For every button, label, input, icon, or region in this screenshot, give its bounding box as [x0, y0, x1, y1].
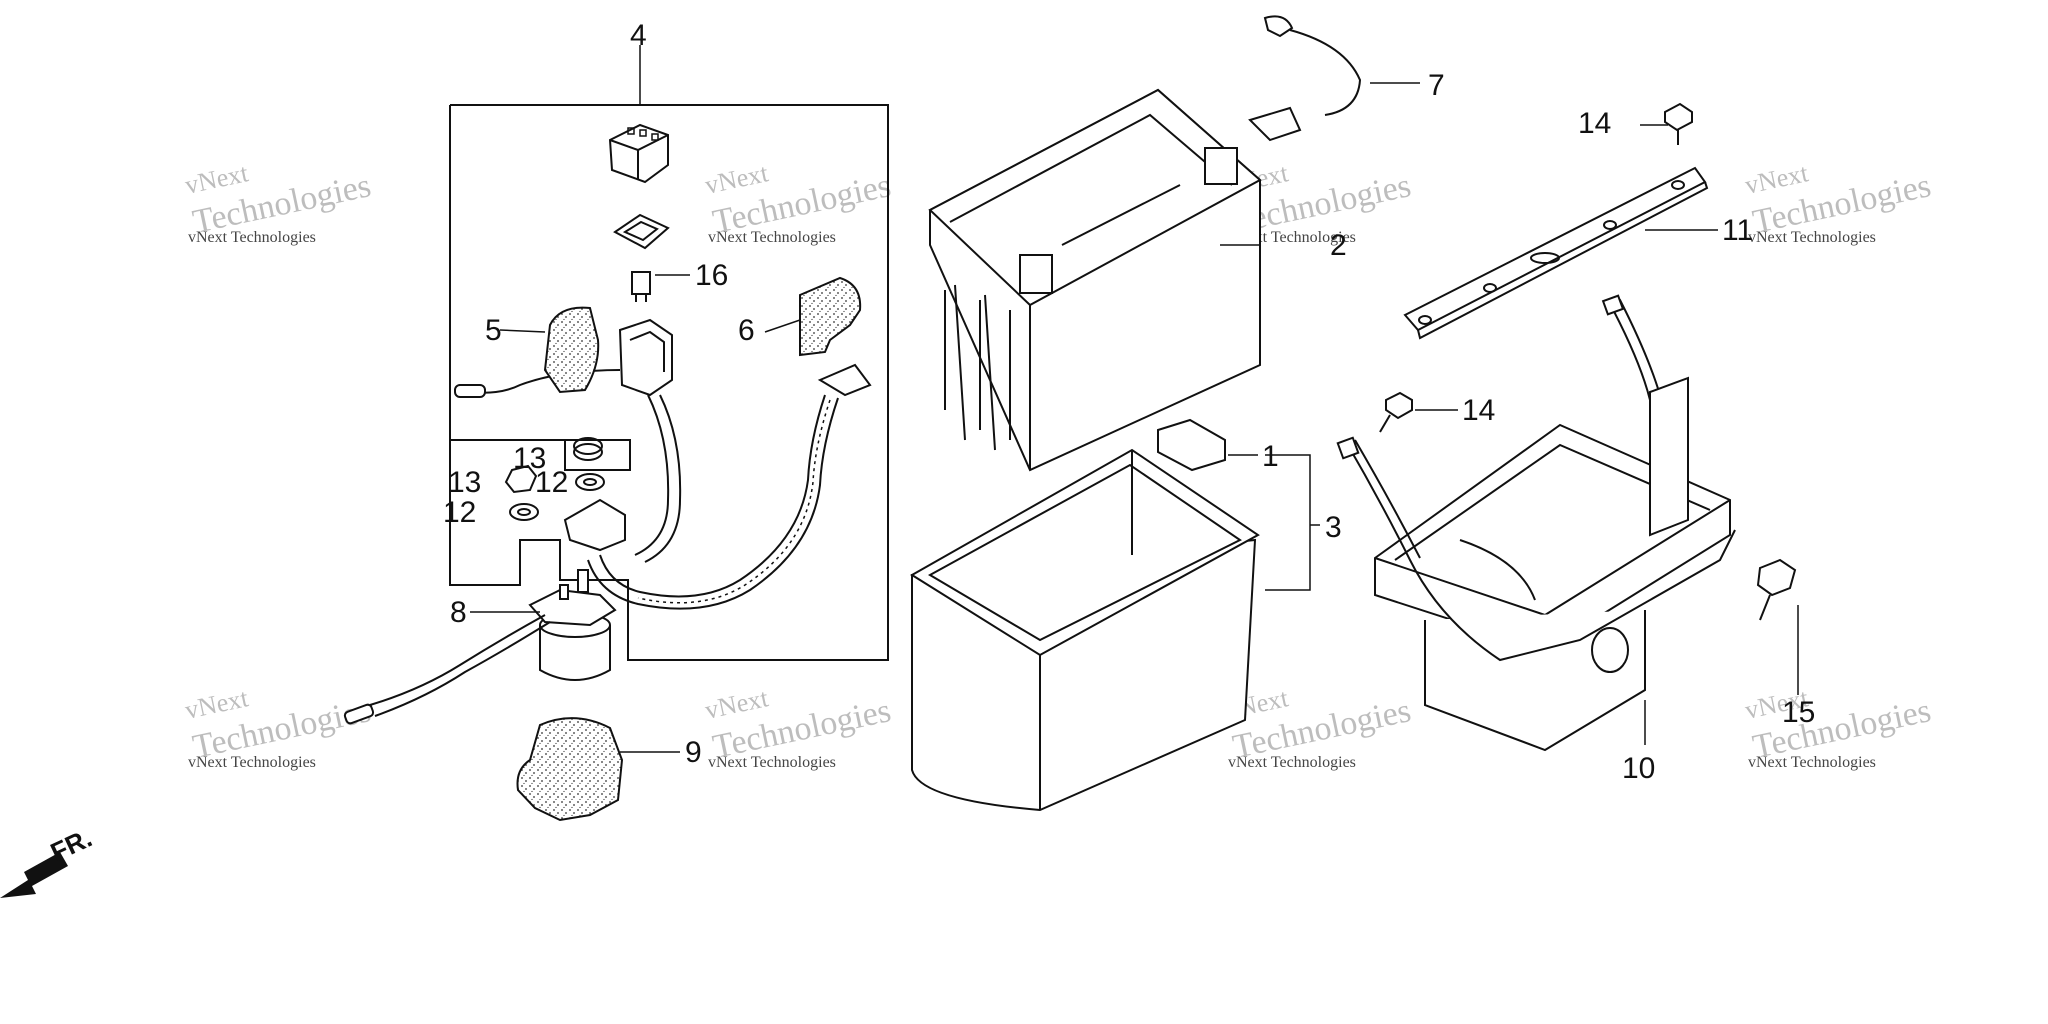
watermark: vNext Technologies vNext Technologies: [1742, 158, 1934, 246]
washer-12-upper: [575, 473, 605, 491]
battery-negative-cable: [1248, 15, 1362, 142]
bolt-14-upper: [1664, 102, 1693, 145]
svg-text:vNext Technologies: vNext Technologies: [188, 754, 316, 771]
svg-text:vNext Technologies: vNext Technologies: [188, 229, 316, 246]
callout-16: 16: [695, 259, 728, 292]
callout-13a: 13: [513, 442, 546, 475]
callout-6: 6: [738, 314, 755, 347]
callout-10: 10: [1622, 752, 1655, 785]
watermark: vNext Technologies vNext Technologies: [702, 158, 894, 246]
callout-4: 4: [630, 19, 647, 52]
terminal-cover-6: [799, 276, 862, 357]
solenoid-rubber-cover: [516, 717, 624, 822]
arrow-icon: [0, 852, 68, 898]
washer-12-lower: [509, 503, 539, 521]
nut-13-lower: [504, 464, 538, 494]
svg-text:vNext Technologies: vNext Technologies: [1748, 754, 1876, 771]
watermark: vNext Technologies vNext Technologies: [702, 683, 894, 771]
callout-12a: 12: [535, 466, 568, 499]
bolt-14-lower: [1379, 391, 1413, 433]
terminal-cover-5: [543, 306, 600, 394]
starter-solenoid: [343, 569, 617, 725]
battery-holder-plate: [1403, 166, 1709, 340]
nut-13-upper: [573, 437, 603, 461]
battery-holder-box: [1336, 294, 1736, 752]
callout-14b: 14: [1462, 394, 1495, 427]
battery-case: [910, 448, 1260, 812]
callout-2: 2: [1330, 229, 1347, 262]
watermark: vNext Technologies vNext Technologies: [182, 683, 374, 771]
callout-9: 9: [685, 736, 702, 769]
watermark: vNext Technologies vNext Technologies: [182, 158, 374, 246]
bolt-15: [1756, 558, 1797, 621]
callout-8: 8: [450, 596, 467, 629]
front-direction-arrow: FR.: [0, 823, 97, 898]
watermark: vNext Technologies vNext Technologies: [1742, 683, 1934, 771]
battery-pad: [1157, 418, 1226, 472]
callout-14a: 14: [1578, 107, 1611, 140]
battery-cable: [587, 363, 872, 610]
assembly-frame: [449, 104, 889, 661]
callout-11: 11: [1722, 214, 1753, 247]
callout-15: 15: [1782, 696, 1815, 729]
svg-text:vNext Technologies: vNext Technologies: [1748, 229, 1876, 246]
svg-text:vNext Technologies: vNext Technologies: [1228, 754, 1356, 771]
callout-7: 7: [1428, 69, 1445, 102]
callout-13b: 13: [448, 466, 481, 499]
cable-terminal: [563, 498, 626, 552]
callout-5: 5: [485, 314, 502, 347]
battery: [928, 88, 1262, 472]
leader-lines: [470, 45, 1799, 753]
callout-1: 1: [1262, 440, 1279, 473]
svg-text:vNext Technologies: vNext Technologies: [708, 754, 836, 771]
watermark: vNext Technologies vNext Technologies: [1222, 683, 1414, 771]
callout-12b: 12: [443, 496, 476, 529]
callouts: 1 2 3 4 5 6 7 8 9 10 11 12 12 13 13 14 1…: [443, 19, 1815, 785]
svg-text:vNext Technologies: vNext Technologies: [708, 229, 836, 246]
fuse-holder-connector: [454, 318, 682, 563]
starter-relay: [608, 123, 670, 250]
fuse: [631, 271, 651, 302]
callout-3: 3: [1325, 511, 1342, 544]
